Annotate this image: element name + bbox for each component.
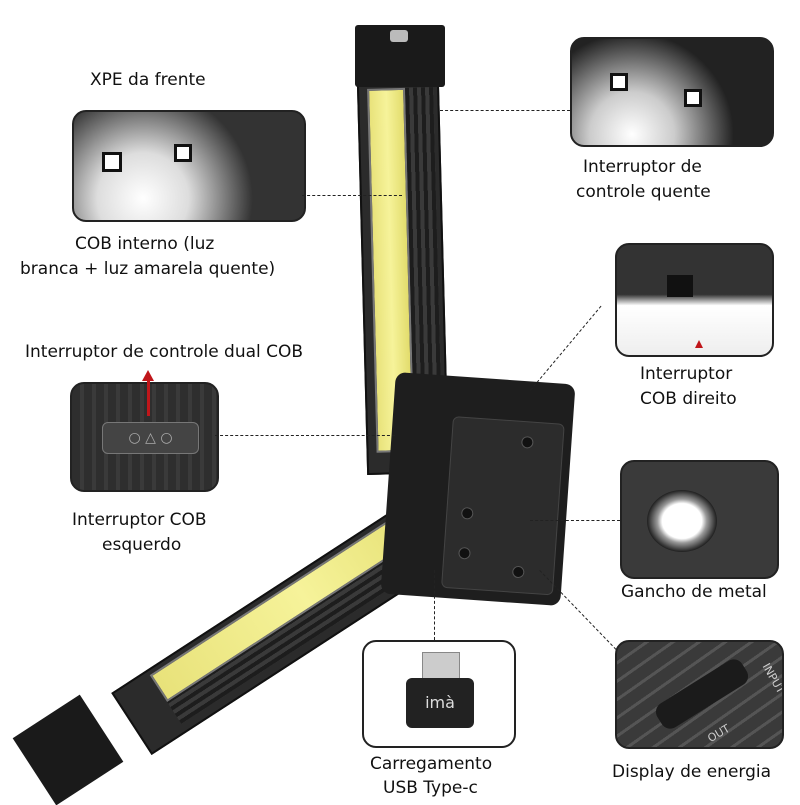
label-charging-2: USB Type-c: [383, 778, 478, 798]
label-power-display: Display de energia: [612, 762, 772, 782]
label-xpe-front: XPE da frente: [90, 70, 206, 90]
inset-warm-switch: [570, 37, 774, 147]
inset-power-display: INPUT OUT: [615, 640, 784, 749]
label-left-cob-1: Interruptor COB: [72, 510, 207, 530]
label-warm-switch-2: controle quente: [576, 182, 711, 202]
switch-icon: [667, 275, 693, 297]
usb-plug-icon: [422, 652, 460, 680]
top-cap: [355, 25, 445, 87]
label-right-cob-2: COB direito: [640, 389, 737, 409]
end-cap: [12, 694, 124, 805]
label-charging-1: Carregamento: [370, 754, 493, 774]
port-label-output: OUT: [705, 722, 733, 745]
label-right-cob-1: Interruptor: [640, 364, 733, 384]
label-left-cob-2: esquerdo: [102, 535, 182, 555]
red-arrow-head: [142, 370, 154, 381]
led-icon: [610, 73, 628, 91]
red-arrow-icon: [695, 340, 703, 348]
label-metal-hook: Gancho de metal: [621, 582, 767, 602]
port-label-input: INPUT: [759, 661, 784, 696]
label-warm-switch-1: Interruptor de: [583, 157, 702, 177]
label-cob-internal-2: branca + luz amarela quente): [20, 259, 276, 279]
hook-icon: [647, 490, 717, 552]
led-indicators: [652, 655, 752, 733]
inset-metal-hook: [620, 460, 779, 579]
switch-panel: ○ △ ○: [102, 422, 199, 454]
magnet-adapter: imà: [406, 678, 474, 728]
led-icon: [684, 89, 702, 107]
hub-panel: [441, 416, 565, 596]
xpe-led-icon: [390, 30, 408, 42]
label-dual-cob-switch: Interruptor de controle dual COB: [25, 342, 304, 362]
led-icon: [174, 144, 192, 162]
hub: [380, 371, 576, 607]
led-icon: [102, 152, 122, 172]
label-cob-internal-1: COB interno (luz: [75, 234, 215, 254]
red-arrow-icon: [147, 380, 150, 416]
inset-xpe-front: [72, 110, 306, 222]
inset-right-cob-switch: [615, 243, 774, 357]
inset-dual-cob-switch: ○ △ ○: [70, 382, 219, 492]
inset-usb-magnet: imà: [362, 640, 516, 748]
